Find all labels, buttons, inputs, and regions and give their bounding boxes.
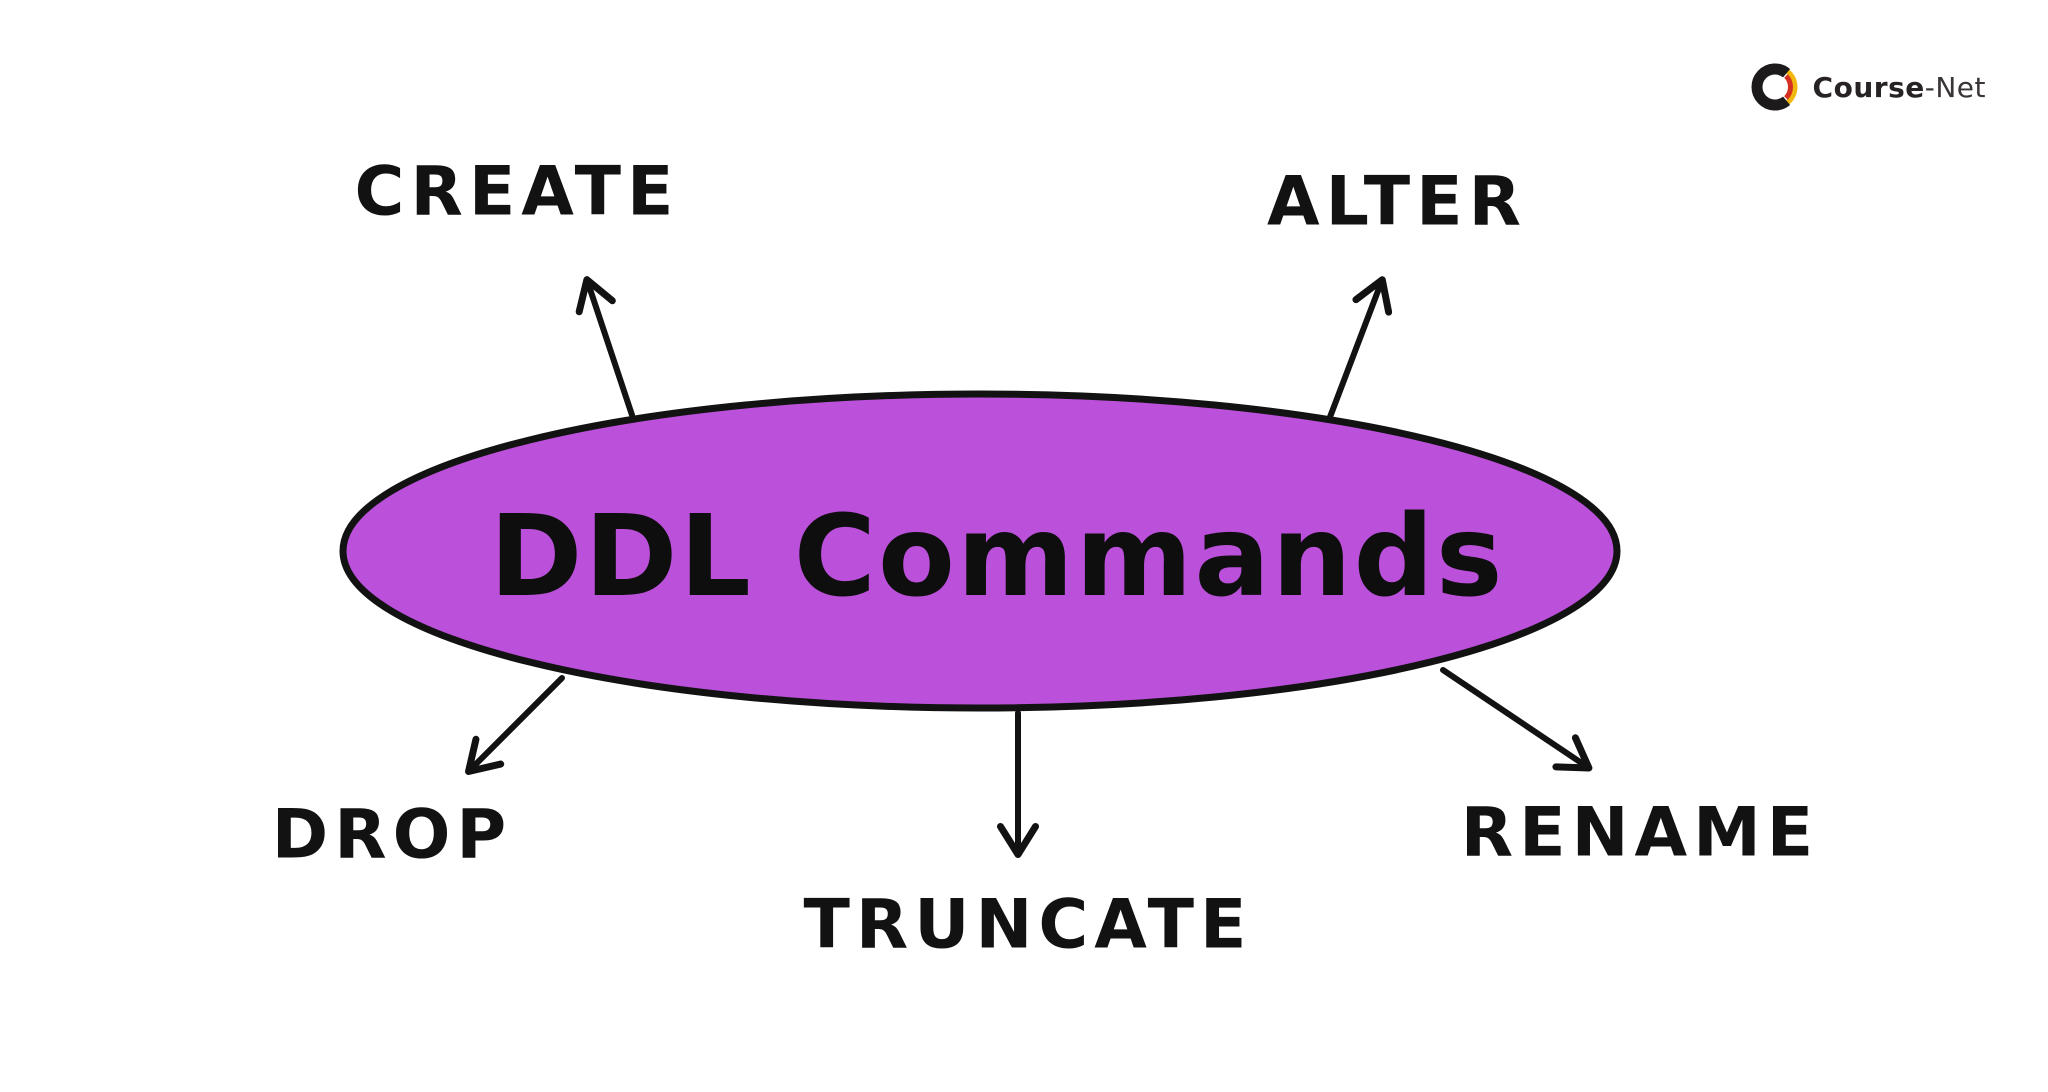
arrow-to-create [575, 276, 635, 418]
node-label-rename: RENAME [1460, 793, 1820, 873]
brand-name-bold: Course [1812, 70, 1925, 104]
center-node-label: DDL Commands [489, 492, 1505, 622]
arrow-to-rename [1440, 667, 1593, 772]
node-label-drop: DROP [271, 795, 513, 875]
node-label-truncate: TRUNCATE [803, 885, 1253, 965]
arrow-to-alter [1327, 276, 1393, 420]
arrow-to-drop [465, 675, 565, 775]
course-net-ring-icon [1751, 63, 1797, 111]
ring-black-arc [1751, 63, 1790, 111]
ddl-ellipse [339, 390, 1621, 712]
node-label-alter: ALTER [1267, 162, 1527, 242]
node-label-create: CREATE [354, 152, 680, 232]
ring-yellow-arc [1784, 68, 1797, 106]
brand-logo: Course-Net [1750, 62, 1986, 112]
brand-wordmark: Course-Net [1813, 71, 1986, 104]
ring-red-arc [1783, 74, 1793, 100]
brand-name-light: -Net [1924, 70, 1986, 104]
